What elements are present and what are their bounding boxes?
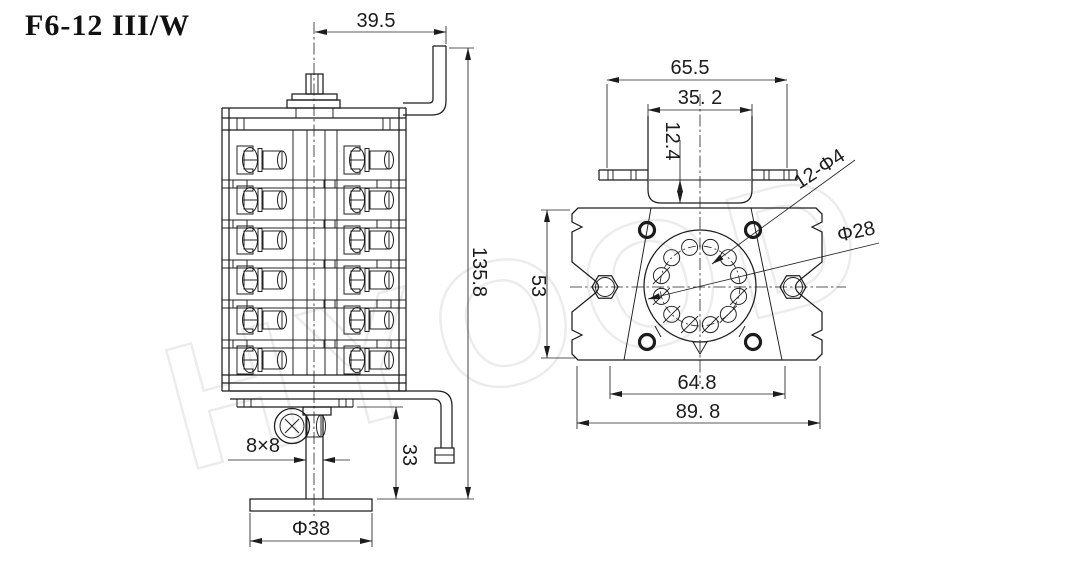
set-screw bbox=[273, 407, 326, 445]
dim-knob-diameter: Φ38 bbox=[249, 513, 373, 547]
dim-bracket-inner-width: 35. 2 bbox=[647, 87, 753, 118]
dim-knob-diameter-label: Φ38 bbox=[292, 518, 330, 540]
hex-nuts bbox=[591, 275, 807, 299]
dim-bracket-depth: 12.4 bbox=[661, 122, 683, 204]
front-bracket bbox=[598, 116, 798, 204]
top-bracket bbox=[403, 45, 447, 116]
dim-square-shaft-label: 8×8 bbox=[246, 435, 280, 457]
stack-top-plate bbox=[222, 107, 406, 131]
dim-plate-width-label: 89. 8 bbox=[676, 401, 720, 423]
operating-shaft bbox=[286, 73, 341, 109]
dim-stem-length-label: 33 bbox=[398, 444, 420, 466]
dim-flange-span-label: 65.5 bbox=[671, 57, 710, 79]
dim-plate-height-label: 53 bbox=[527, 275, 549, 297]
dim-stem-length: 33 bbox=[357, 406, 420, 500]
dim-overall-height-label: 135.8 bbox=[468, 247, 490, 297]
dim-bracket-inner-width-label: 35. 2 bbox=[678, 87, 722, 109]
dim-lower-span: 64.8 bbox=[609, 366, 786, 399]
dim-shaft-offset: 39.5 bbox=[314, 10, 447, 44]
dim-plate-width: 89. 8 bbox=[576, 366, 821, 429]
side-view: 39.5 135.8 33 8×8 Φ38 bbox=[221, 10, 490, 547]
dim-shaft-offset-label: 39.5 bbox=[357, 10, 396, 32]
index-marks bbox=[654, 325, 746, 355]
bolt-holes bbox=[652, 238, 748, 334]
contact-decks bbox=[221, 145, 407, 375]
knob-disc bbox=[249, 498, 373, 512]
corner-holes bbox=[637, 220, 763, 352]
dim-bracket-depth-label: 12.4 bbox=[661, 122, 683, 161]
page-title: F6-12 III/W bbox=[25, 9, 190, 42]
dim-plate-height: 53 bbox=[527, 209, 575, 359]
dim-square-shaft: 8×8 bbox=[228, 435, 350, 463]
bottom-bracket bbox=[230, 390, 455, 464]
front-view: 65.5 35. 2 12.4 53 64.8 bbox=[527, 57, 880, 429]
dim-flange-span: 65.5 bbox=[606, 57, 788, 168]
dim-lower-span-label: 64.8 bbox=[678, 372, 717, 394]
